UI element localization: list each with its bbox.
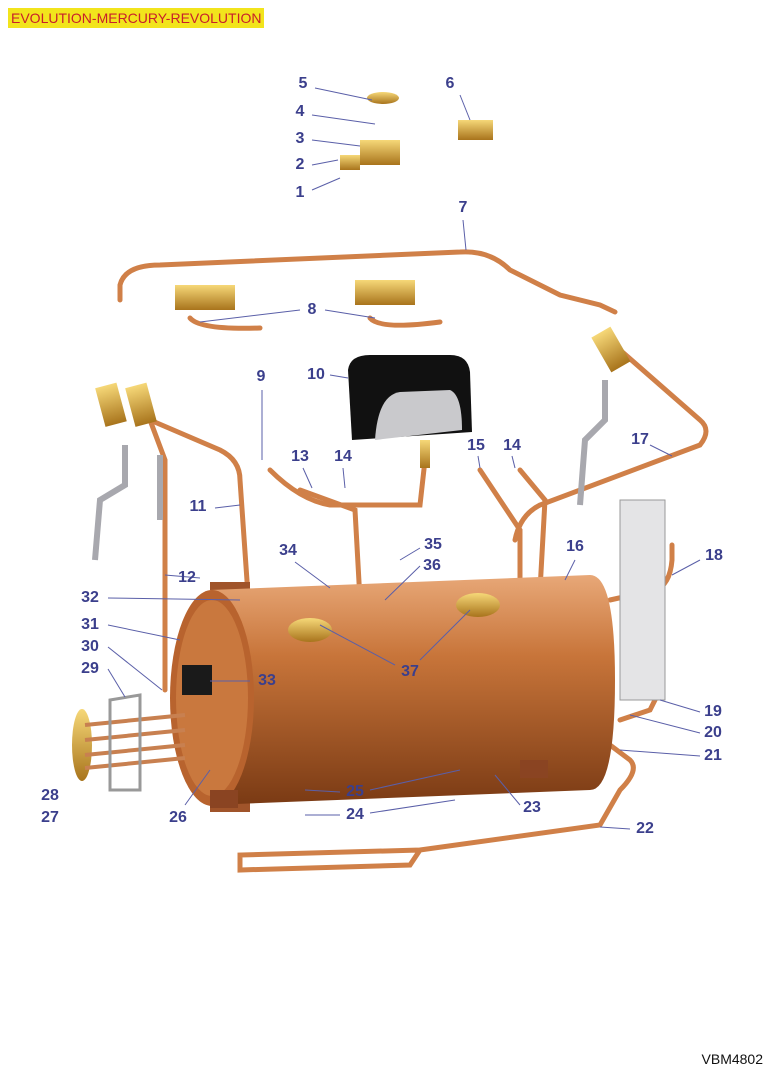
part-label: 19 xyxy=(704,703,722,720)
steam-wands xyxy=(92,380,608,561)
part-label: 8 xyxy=(307,301,317,318)
part-label: 37 xyxy=(401,663,419,680)
part-label: 25 xyxy=(346,783,364,800)
part-label: 3 xyxy=(295,130,305,147)
part-label: 36 xyxy=(423,557,441,574)
part-label: 28 xyxy=(41,787,59,804)
part-label: 29 xyxy=(81,660,99,677)
part-label: 27 xyxy=(41,809,59,826)
part-label: 6 xyxy=(445,75,455,92)
part-label: 7 xyxy=(458,199,468,216)
part-label: 14 xyxy=(334,448,352,465)
drawing-code: VBM4802 xyxy=(701,1051,763,1067)
part-label: 22 xyxy=(636,820,654,837)
part-label: 13 xyxy=(291,448,309,465)
part-label: 31 xyxy=(81,616,99,633)
part-label: 30 xyxy=(81,638,99,655)
part-label: 4 xyxy=(295,103,305,120)
part-label: 34 xyxy=(279,542,297,559)
part-label: 23 xyxy=(523,799,541,816)
part-label: 17 xyxy=(631,431,649,448)
level-bracket xyxy=(619,499,666,701)
part-label: 12 xyxy=(178,569,196,586)
boiler xyxy=(170,575,615,812)
part-label: 15 xyxy=(467,437,485,454)
part-label: 14 xyxy=(503,437,521,454)
part-label: 2 xyxy=(295,156,305,173)
part-label: 5 xyxy=(298,75,308,92)
valve-parts-top xyxy=(175,92,493,310)
part-label: 21 xyxy=(704,747,722,764)
part-label: 24 xyxy=(346,806,364,823)
part-label: 33 xyxy=(258,672,276,689)
part-label: 1 xyxy=(295,184,305,201)
part-label: 32 xyxy=(81,589,99,606)
part-label: 16 xyxy=(566,538,584,555)
model-title: EVOLUTION-MERCURY-REVOLUTION xyxy=(8,8,265,28)
heating-element xyxy=(72,693,186,792)
part-label: 9 xyxy=(256,368,266,385)
part-label: 35 xyxy=(424,536,442,553)
part-label: 26 xyxy=(169,809,187,826)
leader-lines xyxy=(107,87,701,830)
pressure-switch xyxy=(348,355,472,468)
part-label: 10 xyxy=(307,366,325,383)
part-label: 20 xyxy=(704,724,722,741)
taps xyxy=(95,326,631,427)
part-label: 11 xyxy=(189,498,207,515)
part-label: 18 xyxy=(705,547,723,564)
